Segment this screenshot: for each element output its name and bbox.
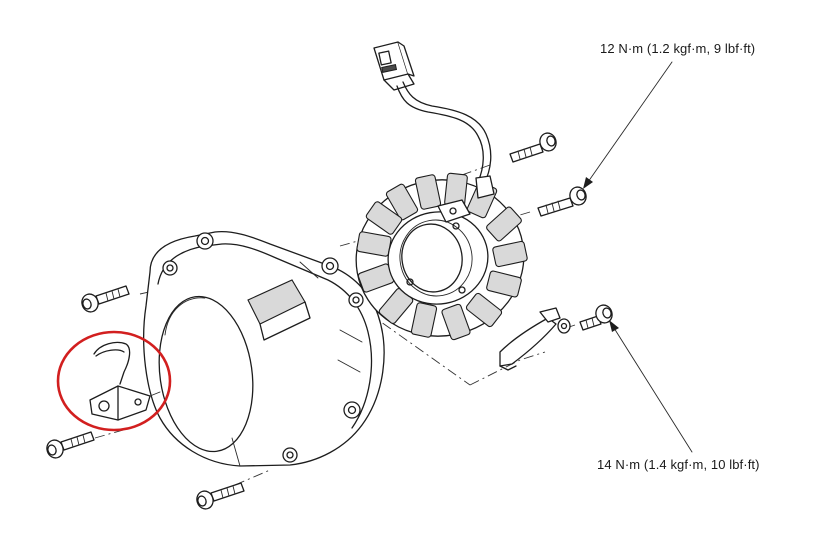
alternator-cover: [143, 230, 385, 467]
cover-mounting-bosses: [162, 232, 364, 463]
stator-bolt-upper: [509, 132, 557, 163]
cover-bracket: [89, 341, 161, 421]
clamp-bolt-torque-label: 14 N·m (1.4 kgf·m, 10 lbf·ft): [597, 457, 760, 472]
stator-bolt-torque-label: 12 N·m (1.2 kgf·m, 9 lbf·ft): [600, 41, 756, 56]
stator-bolt-leader-line: [587, 61, 673, 183]
cover-bolt-left-lower: [46, 431, 95, 459]
stator-bolt-arrowhead: [583, 177, 593, 189]
torque-leader-arrows: [583, 61, 693, 453]
clamp-bolt-leader-line: [613, 327, 693, 453]
highlight-circle: [56, 330, 172, 432]
cover-bolt-left-upper: [81, 285, 130, 313]
cover-face: [158, 295, 254, 453]
wire-clamp: [499, 307, 571, 371]
stator-bore: [401, 223, 463, 293]
stator-bolt-lower: [537, 186, 587, 217]
stator-harness: [373, 41, 495, 199]
stator-connector: [373, 41, 415, 91]
clamp-bolt-arrowhead: [609, 320, 619, 332]
stator-assembly: [355, 172, 528, 341]
cover-bolt-bottom: [196, 482, 245, 510]
wire-clamp-bolt: [579, 304, 613, 331]
